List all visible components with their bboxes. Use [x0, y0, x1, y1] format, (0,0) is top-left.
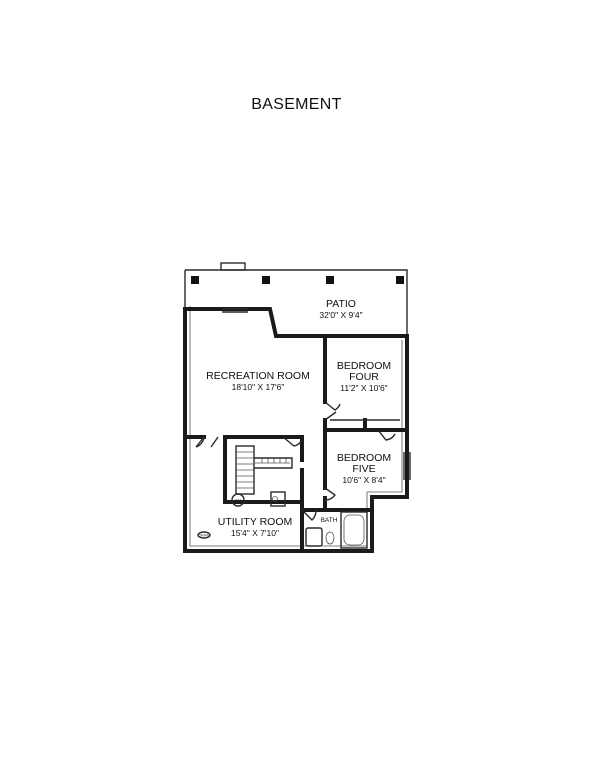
- patio-column: [326, 276, 334, 284]
- room-name-bedroom-five-line2: FIVE: [352, 463, 375, 475]
- staircase: [235, 445, 293, 495]
- room-dims-bedroom-four: 11'2" X 10'6": [340, 383, 387, 393]
- room-name-patio: PATIO: [326, 298, 356, 310]
- room-dims-utility: 15'4" X 7'10": [231, 528, 279, 538]
- water-heater-label: WH: [235, 499, 241, 503]
- water-heater: [231, 493, 245, 507]
- bath-fixtures: [305, 511, 368, 549]
- door-swing: [324, 411, 337, 421]
- room-labels: PATIO 32'0" X 9'4" RECREATION ROOM 18'10…: [206, 298, 391, 538]
- sump-label: DRAIN: [199, 533, 210, 537]
- room-name-bath: BATH: [321, 517, 338, 524]
- sliding-door: [222, 308, 248, 313]
- room-dims-patio: 32'0" X 9'4": [319, 310, 362, 320]
- room-name-bedroom-four-line2: FOUR: [349, 371, 379, 383]
- chimney-box: [220, 262, 246, 271]
- room-dims-recreation: 18'10" X 17'6": [232, 382, 285, 392]
- patio-column: [262, 276, 270, 284]
- utility-fixtures: WH DRAIN: [197, 491, 286, 539]
- door-swing: [301, 509, 317, 521]
- room-name-utility: UTILITY ROOM: [218, 516, 292, 528]
- sump: [197, 531, 211, 539]
- door-swing: [282, 436, 303, 447]
- door-swing: [210, 436, 219, 448]
- doors: [195, 308, 411, 521]
- door-swing: [195, 436, 205, 448]
- patio-column: [396, 276, 404, 284]
- door-swing: [377, 429, 396, 441]
- room-name-recreation: RECREATION ROOM: [206, 370, 310, 382]
- room-name-bedroom-four-line1: BEDROOM: [337, 360, 391, 372]
- door-swing: [324, 487, 336, 501]
- vanity: [305, 527, 323, 547]
- patio-column: [191, 276, 199, 284]
- room-dims-bedroom-five: 10'6" X 8'4": [342, 475, 385, 485]
- room-name-bedroom-five-line1: BEDROOM: [337, 452, 391, 464]
- toilet: [325, 531, 335, 545]
- door-swing: [324, 401, 341, 411]
- bathtub: [340, 511, 368, 549]
- patio-columns: [191, 276, 404, 284]
- walls: [183, 307, 409, 553]
- window: [403, 452, 411, 480]
- plan-title: BASEMENT: [251, 96, 342, 113]
- furnace: [270, 491, 286, 507]
